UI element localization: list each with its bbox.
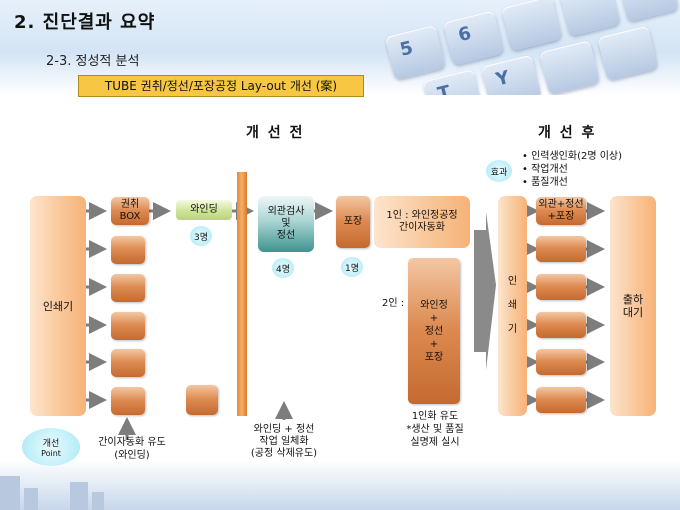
process-block	[536, 274, 586, 300]
process-divider-bar	[237, 172, 247, 416]
winding-staff-badge: 3명	[190, 226, 212, 246]
inspection-staff: 4명	[275, 264, 290, 275]
page-title: 2. 진단결과 요약	[14, 12, 156, 33]
effect-badge: 효과	[486, 160, 512, 182]
shipping-label: 출하 대기	[622, 293, 644, 319]
plan-banner: TUBE 권취/정선/포장공정 Lay-out 개선 (案)	[78, 75, 364, 97]
building-silhouette	[24, 488, 38, 510]
transition-arrow	[474, 212, 496, 370]
section-subtitle: 2-3. 정성적 분석	[46, 54, 140, 69]
point-badge-line1: 개선	[42, 439, 60, 449]
two-person-steps: 와인정 + 정선 + 포장	[420, 299, 448, 363]
point-badge-line2: Point	[41, 449, 61, 458]
combined-process: 외관+정선 +포장	[536, 197, 586, 225]
packing-step: 포장	[336, 196, 370, 248]
printer-after-label: 인 쇄 기	[507, 276, 518, 335]
one-person-box: 1인 : 와인정공정 간이자동화	[374, 196, 470, 248]
packing-staff-badge: 1명	[341, 257, 363, 277]
building-silhouette	[92, 492, 104, 510]
improvement-point-badge: 개선 Point	[22, 428, 80, 466]
winding-staff: 3명	[193, 232, 208, 243]
printer-after: 인 쇄 기	[498, 196, 527, 416]
building-silhouette	[70, 482, 88, 510]
inspection-label: 외관검사 및 정선	[267, 206, 305, 241]
winding-box-label: 권취 BOX	[119, 199, 141, 222]
winding-label: 와인딩	[190, 204, 218, 215]
printer-source: 인쇄기	[30, 196, 86, 416]
printer-label: 인쇄기	[42, 299, 74, 313]
two-person-label: 2인 :	[382, 298, 405, 309]
unmanned-note: 1인화 유도 *생산 및 품질 실명제 실시	[406, 411, 464, 448]
shipping-area: 출하 대기	[610, 196, 656, 416]
after-heading: 개 선 후	[538, 125, 597, 141]
process-block	[111, 312, 145, 340]
effects-list: • 인력생인화(2명 이상) • 작업개선 • 품질개선	[522, 150, 622, 189]
point-text: 간이자동화 유도 (와인딩)	[98, 437, 166, 461]
two-person-box: 와인정 + 정선 + 포장	[408, 258, 460, 404]
packing-label: 포장	[343, 216, 363, 227]
process-block	[536, 236, 586, 262]
merge-note: 와인딩 + 정선 작업 일체화 (공정 삭제유도)	[250, 424, 318, 459]
effect-item: • 작업개선	[522, 164, 568, 175]
one-person-label: 1인 : 와인정공정 간이자동화	[386, 210, 458, 233]
packing-staff: 1명	[344, 263, 359, 274]
process-block	[536, 387, 586, 413]
effect-item: • 인력생인화(2명 이상)	[522, 151, 623, 162]
inspection-staff-badge: 4명	[272, 258, 294, 278]
combined-label: 외관+정선 +포장	[538, 199, 584, 222]
before-heading: 개 선 전	[246, 125, 305, 141]
process-block	[111, 349, 145, 377]
building-silhouette	[0, 476, 20, 510]
process-block	[536, 349, 586, 375]
winding-box: 권취 BOX	[111, 197, 149, 225]
effect-item: • 품질개선	[522, 177, 568, 188]
process-block	[536, 312, 586, 338]
process-block	[111, 236, 145, 264]
effect-label: 효과	[490, 167, 508, 178]
process-block	[111, 274, 145, 302]
inspection-step: 외관검사 및 정선	[258, 196, 314, 252]
footer-band	[0, 460, 680, 510]
process-block	[186, 385, 218, 415]
process-block	[111, 387, 145, 415]
winding-step: 와인딩	[176, 200, 232, 220]
